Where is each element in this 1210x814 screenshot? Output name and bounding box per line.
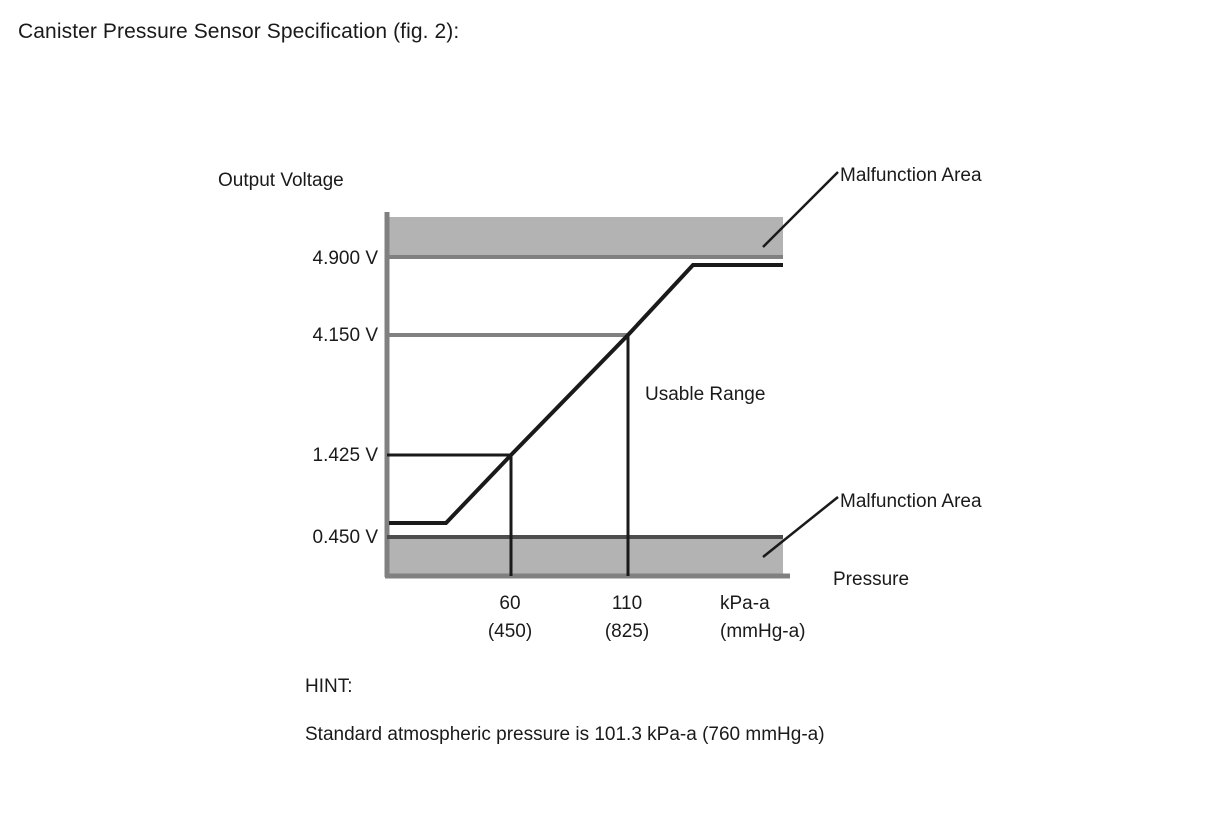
hint-block: HINT: Standard atmospheric pressure is 1… [305, 676, 825, 746]
y-axis-title: Output Voltage [218, 170, 344, 191]
x-axis-units: kPa-a (mmHg-a) [720, 590, 850, 645]
x-unit-kpa: kPa-a [720, 593, 770, 614]
x-tick-label-110: 110 (825) [567, 590, 687, 645]
x-unit-mmhg: (mmHg-a) [720, 620, 806, 642]
x-tick-110-mmhg: (825) [604, 620, 650, 642]
x-tick-60-kpa: 60 [499, 593, 521, 614]
leader-line-malfunction-bottom [762, 496, 839, 558]
annotation-malfunction-area-top: Malfunction Area [840, 165, 982, 186]
sensor-output-curve [389, 263, 783, 525]
leader-line-malfunction-top [762, 171, 839, 248]
y-tick-label-1425v: 1.425 V [312, 445, 379, 466]
annotation-usable-range: Usable Range [645, 384, 766, 405]
hint-label: HINT: [305, 676, 353, 697]
x-axis-title: Pressure [833, 569, 910, 590]
x-tick-110-kpa: 110 [611, 593, 643, 614]
annotation-malfunction-area-bottom: Malfunction Area [840, 491, 982, 512]
x-tick-60-mmhg: (450) [487, 620, 533, 642]
hint-text: Standard atmospheric pressure is 101.3 k… [305, 724, 825, 745]
page-title: Canister Pressure Sensor Specification (… [18, 20, 460, 43]
x-tick-label-60: 60 (450) [450, 590, 570, 645]
y-tick-label-4150v: 4.150 V [312, 325, 379, 346]
malfunction-band-lower [389, 537, 783, 575]
y-tick-label-0450v: 0.450 V [312, 527, 379, 548]
malfunction-band-upper [389, 217, 783, 257]
y-tick-label-4900v: 4.900 V [312, 248, 379, 269]
